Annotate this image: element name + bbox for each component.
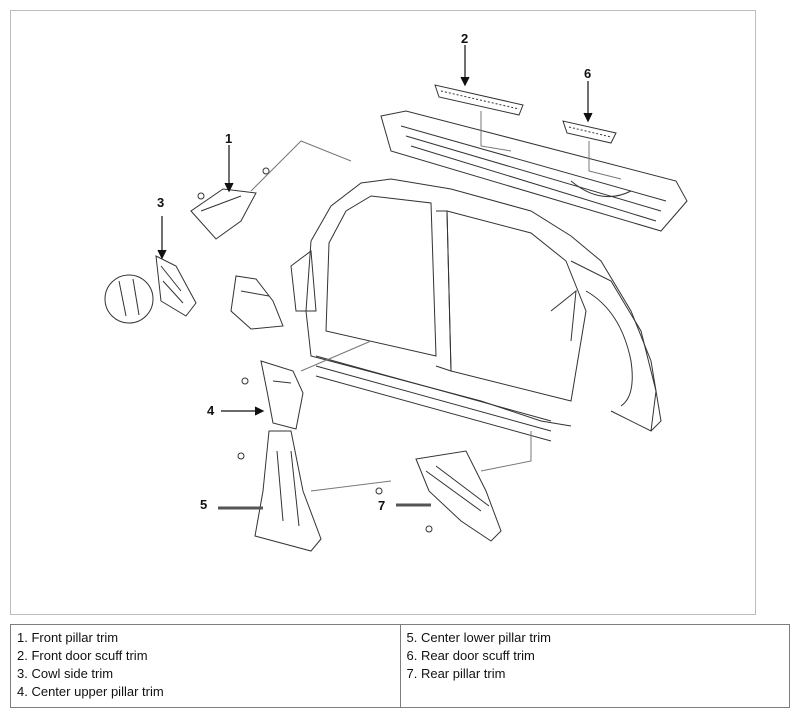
body-side-panel bbox=[290, 178, 662, 442]
cowl-bracket bbox=[230, 275, 284, 330]
legend-column-left: 1. Front pillar trim 2. Front door scuff… bbox=[11, 625, 400, 707]
exploded-view-diagram: 2 6 1 3 4 5 7 bbox=[10, 10, 756, 615]
center-upper-pillar-trim bbox=[241, 340, 372, 430]
legend-item: 6. Rear door scuff trim bbox=[406, 648, 535, 663]
legend-item: 4. Center upper pillar trim bbox=[17, 684, 164, 699]
callout-7: 7 bbox=[378, 498, 386, 513]
legend-item: 7. Rear pillar trim bbox=[406, 666, 506, 681]
callout-6: 6 bbox=[584, 66, 592, 81]
callout-3: 3 bbox=[157, 195, 165, 210]
roof-rail-panel bbox=[380, 110, 688, 232]
legend-item: 3. Cowl side trim bbox=[17, 666, 114, 681]
callout-4: 4 bbox=[207, 403, 215, 418]
legend-item: 2. Front door scuff trim bbox=[17, 648, 148, 663]
rear-door-scuff-trim bbox=[562, 120, 622, 180]
leader-arrows bbox=[157, 45, 593, 510]
legend-item: 1. Front pillar trim bbox=[17, 630, 119, 645]
legend-item: 5. Center lower pillar trim bbox=[406, 630, 552, 645]
front-door-scuff-trim bbox=[434, 84, 524, 152]
callout-5: 5 bbox=[200, 497, 208, 512]
cowl-side-trim bbox=[104, 255, 197, 324]
center-lower-pillar-trim bbox=[237, 430, 392, 552]
rear-pillar-trim bbox=[375, 431, 532, 542]
front-pillar-trim bbox=[190, 140, 352, 240]
callout-1: 1 bbox=[225, 131, 233, 146]
legend-column-right: 5. Center lower pillar trim 6. Rear door… bbox=[399, 625, 790, 707]
callout-2: 2 bbox=[461, 31, 469, 46]
parts-legend-table: 1. Front pillar trim 2. Front door scuff… bbox=[10, 624, 790, 708]
diagram-drawing bbox=[104, 45, 688, 552]
